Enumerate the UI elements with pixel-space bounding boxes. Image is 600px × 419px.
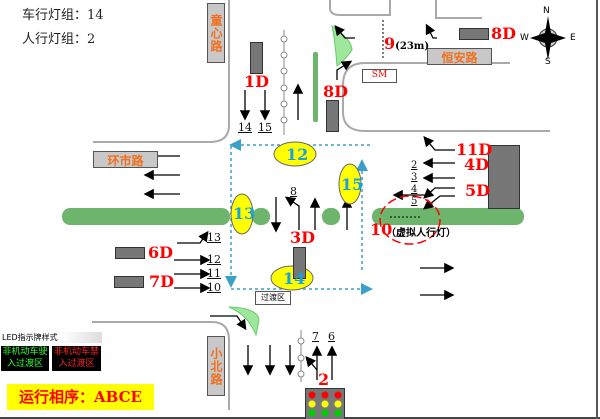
- signal-label-1d: 1D: [244, 72, 270, 91]
- lane-number: 8: [290, 185, 297, 198]
- road-name-north: 童心路: [207, 3, 225, 63]
- traffic-light-8d-north: [459, 28, 489, 40]
- ped-signal-label-2: 2: [318, 370, 330, 389]
- island-north: [331, 24, 353, 67]
- sm-label: SM: [362, 69, 397, 83]
- traffic-light-8d-west: [326, 100, 339, 132]
- traffic-light-6d: [115, 247, 145, 259]
- zone-12: 12: [286, 145, 309, 164]
- traffic-light-3d: [293, 247, 306, 279]
- signal-label-8d-north: 8D: [491, 24, 517, 43]
- zone-15: 15: [341, 175, 364, 194]
- compass-north: N: [543, 6, 550, 16]
- zone-13: 13: [233, 204, 256, 223]
- led-sign-forbid: 非机动车禁入过渡区: [52, 346, 101, 371]
- lane-number: 7: [312, 330, 319, 343]
- lane-number: 6: [328, 330, 335, 343]
- distance-label: 9(23m): [384, 34, 430, 53]
- virtual-ped-light-label: （虚拟人行灯）: [386, 228, 456, 239]
- compass-east: E: [570, 33, 576, 43]
- compass-icon: [530, 16, 566, 60]
- compass-west: W: [520, 33, 529, 43]
- lane-arrows: [143, 23, 455, 380]
- compass-south: S: [545, 57, 551, 67]
- signal-label-6d: 6D: [148, 243, 174, 262]
- lane-number: 13: [207, 231, 221, 244]
- transition-zone-label: 过渡区: [255, 291, 291, 305]
- signal-label-4d: 4D: [464, 155, 490, 174]
- traffic-light-stack-south: [305, 388, 345, 419]
- vehicle-signal-group-count: 车行灯组：14: [22, 8, 104, 23]
- lane-number: 12: [207, 253, 221, 266]
- led-sign-title: LED指示牌样式: [2, 332, 102, 343]
- lane-number: 3: [411, 172, 418, 183]
- signal-label-8d-west: 8D: [323, 82, 349, 101]
- signal-label-11d: 11D: [456, 140, 493, 159]
- lane-number: 4: [411, 184, 418, 195]
- led-sign-allow: 非机动车驶入过渡区: [1, 346, 49, 371]
- ped-signal-label-10: 10: [370, 220, 393, 239]
- medians: [62, 52, 524, 225]
- pedestrian-crossing: [280, 30, 305, 382]
- road-name-west: 环市路: [93, 151, 158, 168]
- virtual-ped-zone: [379, 195, 441, 245]
- signal-label-5d: 5D: [465, 181, 491, 200]
- lane-number: 5: [411, 196, 418, 207]
- lane-number: 10: [207, 281, 221, 294]
- signal-label-3d: 3D: [290, 228, 316, 247]
- island-south: [228, 306, 260, 337]
- road-name-south: 小北路: [207, 336, 225, 396]
- pedestrian-signal-group-count: 人行灯组：2: [22, 32, 96, 47]
- lane-number: 14: [238, 121, 252, 134]
- signal-label-7d: 7D: [149, 272, 175, 291]
- lane-number: 15: [258, 121, 272, 134]
- traffic-light-7d: [114, 276, 144, 288]
- traffic-light-1d: [250, 42, 263, 74]
- traffic-light-stack-east: [488, 145, 520, 209]
- road-name-east: 恒安路: [427, 48, 492, 65]
- lane-number: 11: [207, 267, 221, 280]
- zone-14: 14: [283, 269, 306, 288]
- lane-number: 2: [411, 160, 418, 171]
- phase-sequence: 运行相序：ABCE: [7, 384, 154, 410]
